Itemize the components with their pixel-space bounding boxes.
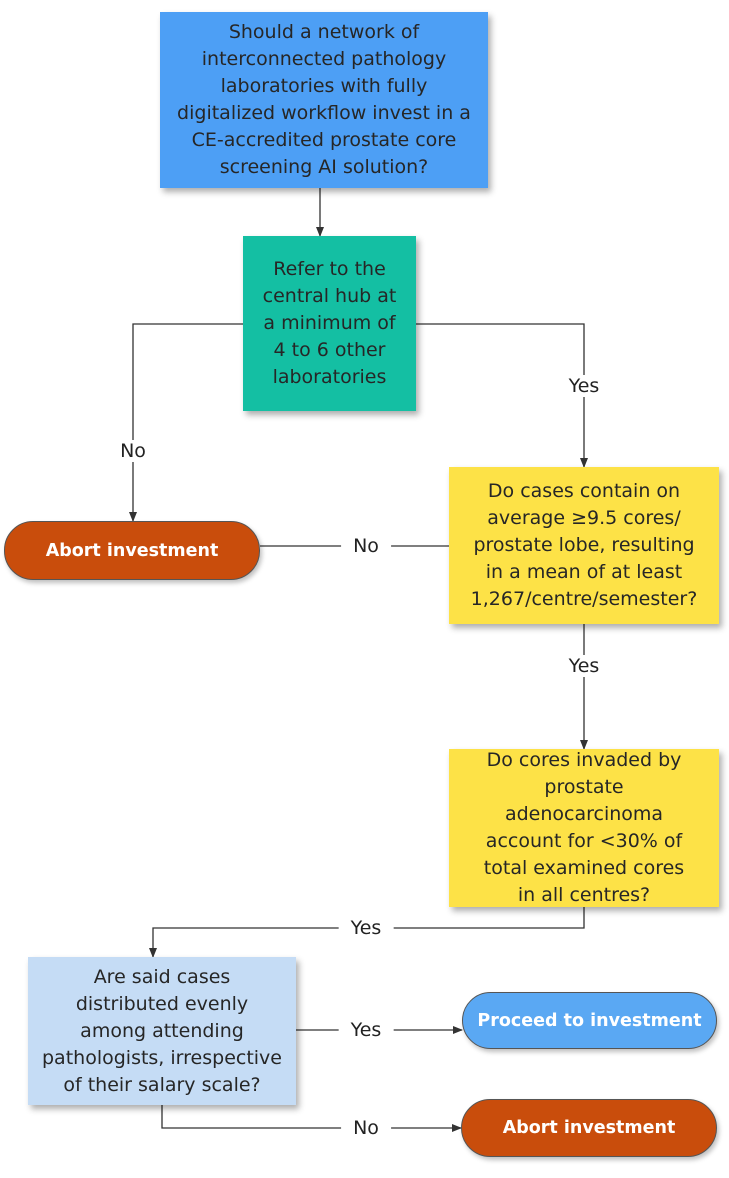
terminal-abort-investment-1: Abort investment [4,521,260,580]
edge-label-distributed-no: No [341,1117,391,1139]
node-refer-hub: Refer to the central hub at a minimum of… [243,236,416,411]
edge-label-cases-no: No [341,535,391,557]
edge-label-invaded-yes: Yes [338,917,394,939]
arrow-refer-no-to-abort [129,323,243,522]
edge-label-refer-yes: Yes [556,375,612,397]
node-cases-cores: Do cases contain on average ≥9.5 cores/ … [449,467,719,624]
terminal-abort-investment-2: Abort investment [461,1099,717,1157]
node-question-invest: Should a network of interconnected patho… [160,12,488,188]
edge-label-distributed-yes: Yes [338,1019,394,1041]
arrow-distributed-no-to-abort [161,1105,462,1132]
arrow-refer-yes-to-cases [416,323,588,468]
node-cores-invaded: Do cores invaded by prostate adenocarcin… [449,749,719,907]
edge-label-refer-no: No [108,440,158,462]
terminal-proceed-investment: Proceed to investment [462,992,717,1049]
node-cases-distributed: Are said cases distributed evenly among … [28,957,296,1105]
edge-label-cases-yes: Yes [556,655,612,677]
